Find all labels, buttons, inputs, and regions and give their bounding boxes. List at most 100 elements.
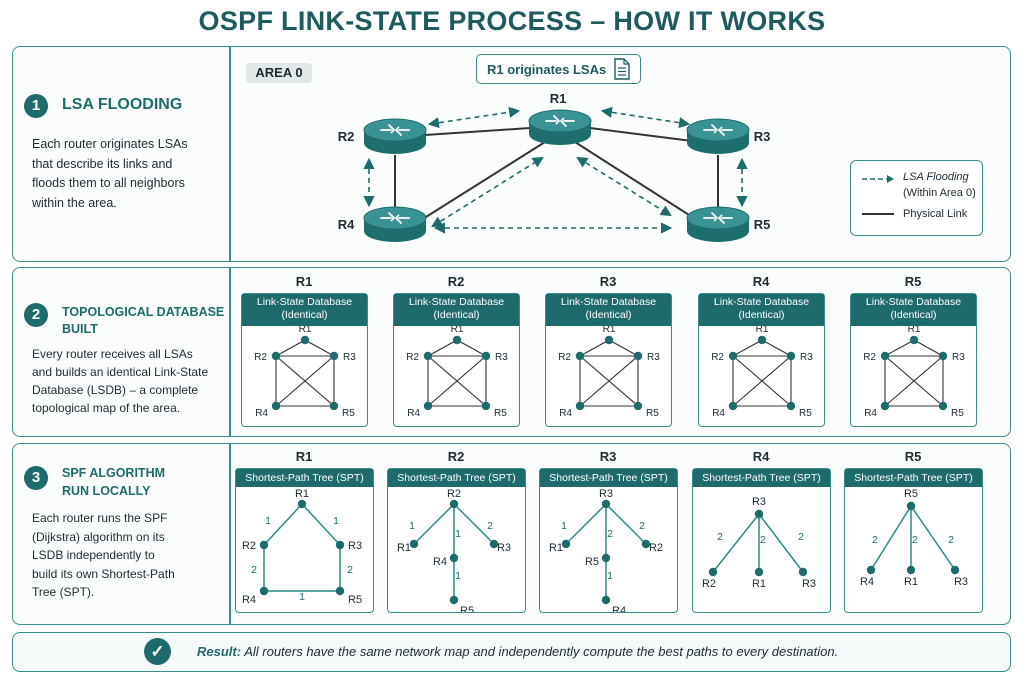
spt-node [259, 540, 269, 550]
lsdb-link [913, 339, 944, 357]
lsdb-node-label: R3 [495, 352, 508, 363]
lsdb-node-label: R4 [255, 408, 268, 419]
spt-node-label: R3 [599, 488, 613, 500]
flooding-router-labels: R1 R2 R3 R4 R5 [338, 91, 771, 232]
lsdb-node-label: R4 [407, 408, 420, 419]
lsdb-node [633, 351, 643, 361]
router-label: R2 [338, 129, 355, 144]
spt-link [413, 503, 455, 545]
spt-node-label: R1 [904, 576, 918, 588]
spt-node-label: R1 [549, 542, 563, 554]
spt-cost-label: 2 [760, 534, 766, 546]
spt-cost-label: 2 [948, 534, 954, 546]
lsdb-node-label: R5 [494, 408, 507, 419]
step-number-badge: 2 [24, 303, 48, 327]
router-label: R3 [754, 129, 771, 144]
lsdb-node [271, 401, 281, 411]
lsdb-node-label: R1 [756, 326, 769, 335]
spt-node-label: R2 [242, 540, 256, 552]
lsdb-link [275, 339, 306, 357]
spt-node-label: R5 [460, 605, 474, 612]
spt-link [712, 513, 760, 573]
spt-node-label: R3 [954, 576, 968, 588]
lsdb-node [786, 401, 796, 411]
lsdb-link [427, 355, 487, 407]
spt-cost-label: 1 [607, 570, 613, 582]
lsdb-node [938, 351, 948, 361]
lsdb-link [884, 355, 944, 407]
spt-node-label: R5 [348, 594, 362, 606]
lsdb-node-label: R1 [603, 326, 616, 335]
router-column-label: R1 [295, 449, 313, 464]
router-icon [686, 118, 750, 154]
lsdb-card-header: Link-State Database(Identical) [851, 294, 976, 326]
spt-node-label: R2 [649, 542, 663, 554]
lsdb-node-label: R2 [863, 352, 876, 363]
spt-node-label: R4 [242, 594, 256, 606]
spt-cost-label: 1 [455, 528, 461, 540]
router-column-label: R5 [904, 274, 922, 289]
spt-card-header: Shortest-Path Tree (SPT) [845, 469, 982, 487]
page-title: OSPF LINK-STATE PROCESS – HOW IT WORKS [198, 6, 826, 36]
spt-node [754, 509, 764, 519]
step-number-badge: 1 [24, 94, 48, 118]
spt-node-label: R4 [433, 556, 447, 568]
legend: LSA Flooding (Within Area 0) Physical Li… [850, 160, 983, 236]
spt-node-label: R5 [585, 556, 599, 568]
spt-link [301, 503, 341, 546]
lsdb-node [300, 335, 310, 345]
lsdb-link [304, 339, 335, 357]
spt-cost-label: 1 [299, 591, 305, 603]
spt-node [409, 539, 419, 549]
spt-node [297, 499, 307, 509]
lsdb-node [575, 401, 585, 411]
spt-node [601, 553, 611, 563]
router-column-label: R3 [599, 274, 617, 289]
spt-node [866, 565, 876, 575]
lsdb-node-label: R1 [908, 326, 921, 335]
spt-card-header: Shortest-Path Tree (SPT) [540, 469, 677, 487]
step-description: Each router runs the SPF(Dijkstra) algor… [32, 511, 175, 599]
spt-node-label: R1 [397, 542, 411, 554]
router-icon [686, 206, 750, 242]
spt-node [489, 539, 499, 549]
spt-cost-label: 1 [333, 515, 339, 527]
spt-node-label: R5 [904, 488, 918, 500]
spt-node [561, 539, 571, 549]
spt-node-label: R2 [702, 578, 716, 590]
spt-link [605, 503, 647, 545]
spt-card-header: Shortest-Path Tree (SPT) [693, 469, 830, 487]
router-column-label: R4 [752, 449, 770, 464]
spt-node [708, 567, 718, 577]
spt-node [335, 586, 345, 596]
spt-cost-label: 2 [798, 531, 804, 543]
spt-node-label: R4 [612, 605, 626, 612]
spt-node [754, 567, 764, 577]
spt-node [601, 595, 611, 605]
spt-link [758, 513, 804, 573]
spt-cost-label: 1 [265, 515, 271, 527]
spt-node [449, 499, 459, 509]
router-column-label: R2 [447, 449, 465, 464]
spt-link [453, 503, 495, 545]
lsdb-link [275, 355, 335, 407]
lsdb-node-label: R2 [406, 352, 419, 363]
lsdb-link [579, 339, 610, 357]
spt-card-header: Shortest-Path Tree (SPT) [236, 469, 373, 487]
lsdb-link [732, 339, 763, 357]
router-column-label: R4 [752, 274, 770, 289]
area-badge: AREA 0 [246, 63, 312, 83]
